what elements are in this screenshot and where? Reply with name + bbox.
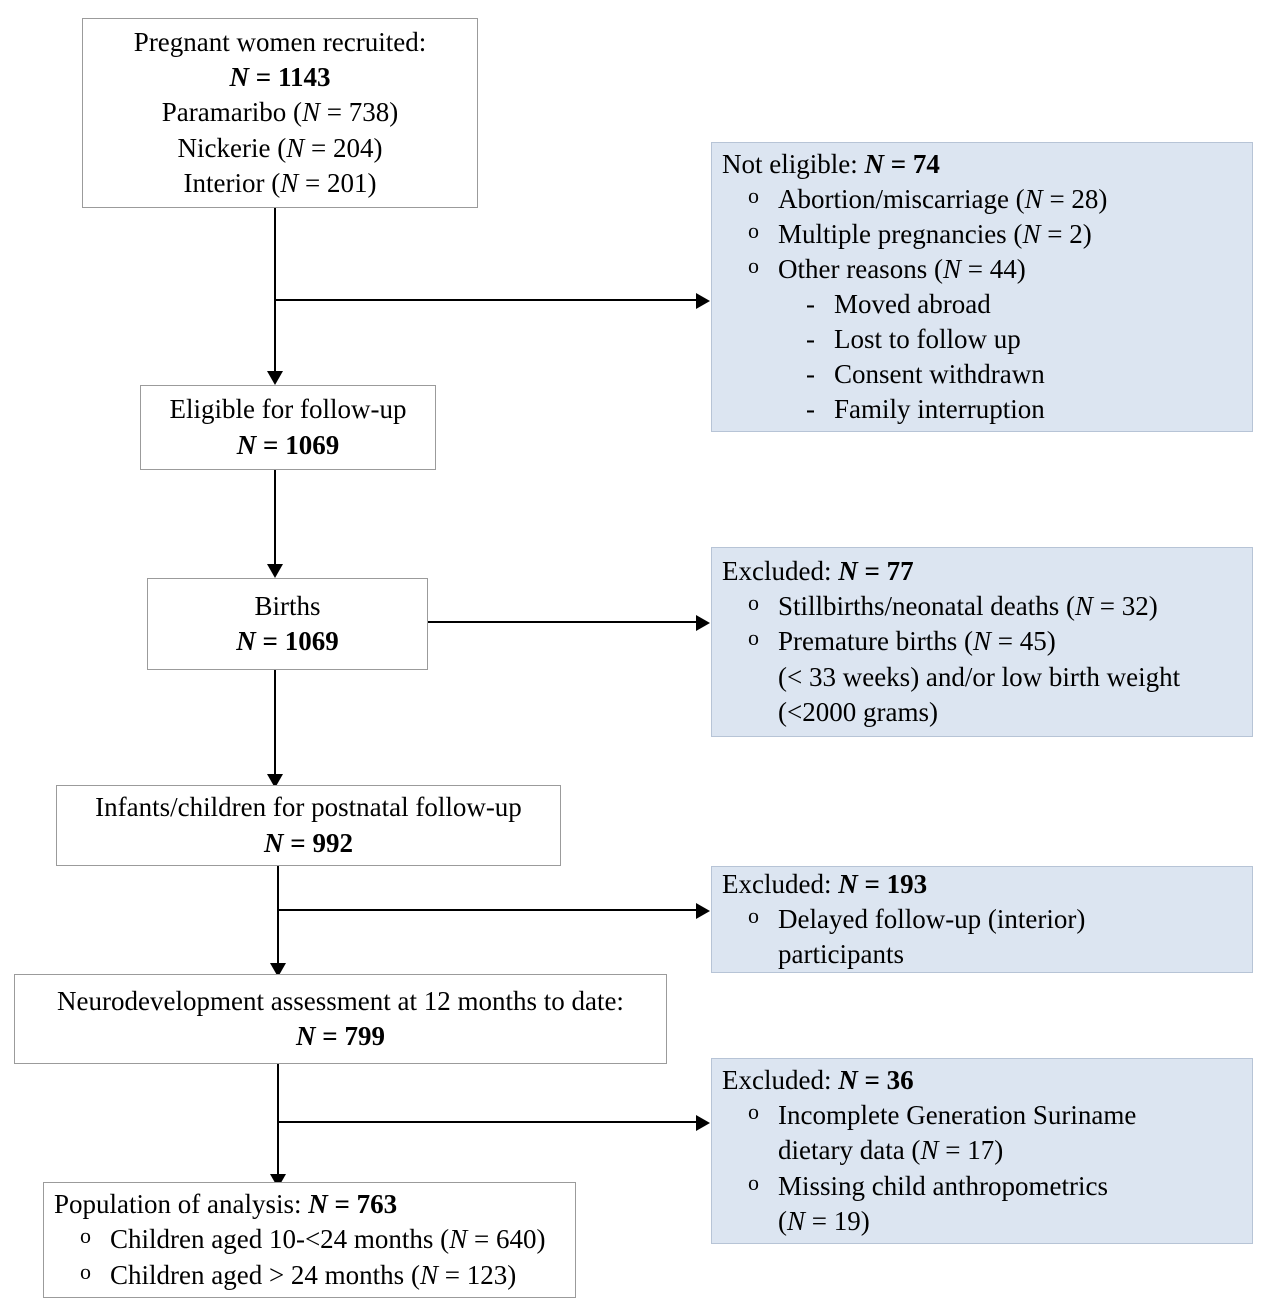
node-population-of-analysis: Population of analysis: N = 763 Children… — [43, 1182, 576, 1298]
births-title: Births — [254, 590, 321, 621]
connector-births-to-postnatal — [274, 670, 276, 775]
connector-neurodev-to-population — [277, 1064, 279, 1176]
data-excluded-item2-line2: (N = 19) — [778, 1205, 870, 1236]
connector-eligible-to-births — [274, 470, 276, 565]
list-item: Missing child anthropometrics (N = 19) — [722, 1169, 1242, 1239]
postnatal-count: N = 992 — [264, 827, 353, 858]
data-excluded-item2-line1: Missing child anthropometrics — [778, 1170, 1108, 1201]
node-births-excluded: Excluded: N = 77 Stillbirths/neonatal de… — [711, 547, 1253, 737]
list-item: Delayed follow-up (interior) participant… — [722, 902, 1242, 972]
list-item: Lost to follow up — [722, 322, 1242, 357]
population-list: Children aged 10-<24 months (N = 640) Ch… — [54, 1222, 565, 1292]
population-heading: Population of analysis: N = 763 — [54, 1189, 398, 1220]
births-excluded-continuation-1: (< 33 weeks) and/or low birth weight — [778, 661, 1181, 692]
recruited-site-nickerie: Nickerie (N = 204) — [177, 132, 383, 163]
births-count: N = 1069 — [236, 626, 339, 656]
arrowhead-neurodev — [270, 963, 286, 977]
arrowhead-births-excluded — [696, 615, 710, 631]
list-item: Consent withdrawn — [722, 357, 1242, 392]
node-not-eligible: Not eligible: N = 74 Abortion/miscarriag… — [711, 142, 1253, 432]
list-item: Other reasons (N = 44) — [722, 252, 1242, 287]
arrowhead-births — [267, 564, 283, 578]
data-excluded-heading: Excluded: N = 36 — [722, 1065, 914, 1096]
data-excluded-item1-line2: dietary data (N = 17) — [778, 1135, 1004, 1166]
list-item: Children aged > 24 months (N = 123) — [54, 1258, 565, 1293]
list-item: Family interruption — [722, 392, 1242, 427]
recruited-site-interior: Interior (N = 201) — [183, 167, 377, 198]
arrowhead-eligible — [267, 371, 283, 385]
neurodev-title: Neurodevelopment assessment at 12 months… — [57, 985, 624, 1016]
not-eligible-list: Abortion/miscarriage (N = 28) Multiple p… — [722, 182, 1242, 287]
arrowhead-data-excluded — [696, 1115, 710, 1131]
node-data-excluded: Excluded: N = 36 Incomplete Generation S… — [711, 1058, 1253, 1244]
recruited-title: Pregnant women recruited: — [133, 27, 427, 58]
not-eligible-heading: Not eligible: N = 74 — [722, 148, 940, 179]
eligible-title: Eligible for follow-up — [169, 394, 407, 425]
data-excluded-item1-line1: Incomplete Generation Suriname — [778, 1100, 1137, 1131]
recruited-site-paramaribo: Paramaribo (N = 738) — [161, 97, 399, 128]
node-postnatal-follow-up: Infants/children for postnatal follow-up… — [56, 785, 561, 866]
list-item: Stillbirths/neonatal deaths (N = 32) — [722, 589, 1242, 624]
connector-to-not-eligible — [274, 299, 698, 301]
node-neurodevelopment-assessment: Neurodevelopment assessment at 12 months… — [14, 974, 667, 1064]
delayed-excluded-list: Delayed follow-up (interior) participant… — [722, 902, 1242, 972]
arrowhead-delayed-excluded — [696, 903, 710, 919]
delayed-excluded-heading: Excluded: N = 193 — [722, 868, 928, 899]
neurodev-count: N = 799 — [296, 1021, 385, 1051]
recruited-total: N = 1143 — [229, 62, 331, 93]
list-item: Moved abroad — [722, 287, 1242, 322]
list-item: Multiple pregnancies (N = 2) — [722, 217, 1242, 252]
arrowhead-postnatal — [267, 774, 283, 788]
connector-postnatal-to-neurodev — [277, 866, 279, 965]
connector-recruited-to-eligible — [274, 208, 276, 373]
connector-births-to-excluded — [427, 621, 698, 623]
node-delayed-excluded: Excluded: N = 193 Delayed follow-up (int… — [711, 866, 1253, 973]
node-eligible-for-follow-up: Eligible for follow-up N = 1069 — [140, 385, 436, 470]
connector-to-delayed-excluded — [277, 909, 698, 911]
births-excluded-heading: Excluded: N = 77 — [722, 556, 914, 587]
births-excluded-list: Stillbirths/neonatal deaths (N = 32) Pre… — [722, 589, 1242, 659]
connector-to-data-excluded — [277, 1121, 698, 1123]
eligible-count: N = 1069 — [236, 429, 340, 460]
not-eligible-sublist: Moved abroad Lost to follow up Consent w… — [722, 287, 1242, 427]
list-item: Premature births (N = 45) — [722, 624, 1242, 659]
list-item: Children aged 10-<24 months (N = 640) — [54, 1222, 565, 1257]
delayed-excluded-item-line2: participants — [778, 939, 904, 970]
node-pregnant-women-recruited: Pregnant women recruited: N = 1143 Param… — [82, 18, 478, 208]
list-item: Incomplete Generation Suriname dietary d… — [722, 1098, 1242, 1168]
postnatal-title: Infants/children for postnatal follow-up — [95, 792, 522, 823]
list-item: Abortion/miscarriage (N = 28) — [722, 182, 1242, 217]
data-excluded-list: Incomplete Generation Suriname dietary d… — [722, 1098, 1242, 1238]
births-excluded-continuation-2: (<2000 grams) — [778, 696, 938, 727]
delayed-excluded-item-line1: Delayed follow-up (interior) — [778, 903, 1086, 934]
arrowhead-not-eligible — [696, 293, 710, 309]
node-births: Births N = 1069 — [147, 578, 428, 670]
